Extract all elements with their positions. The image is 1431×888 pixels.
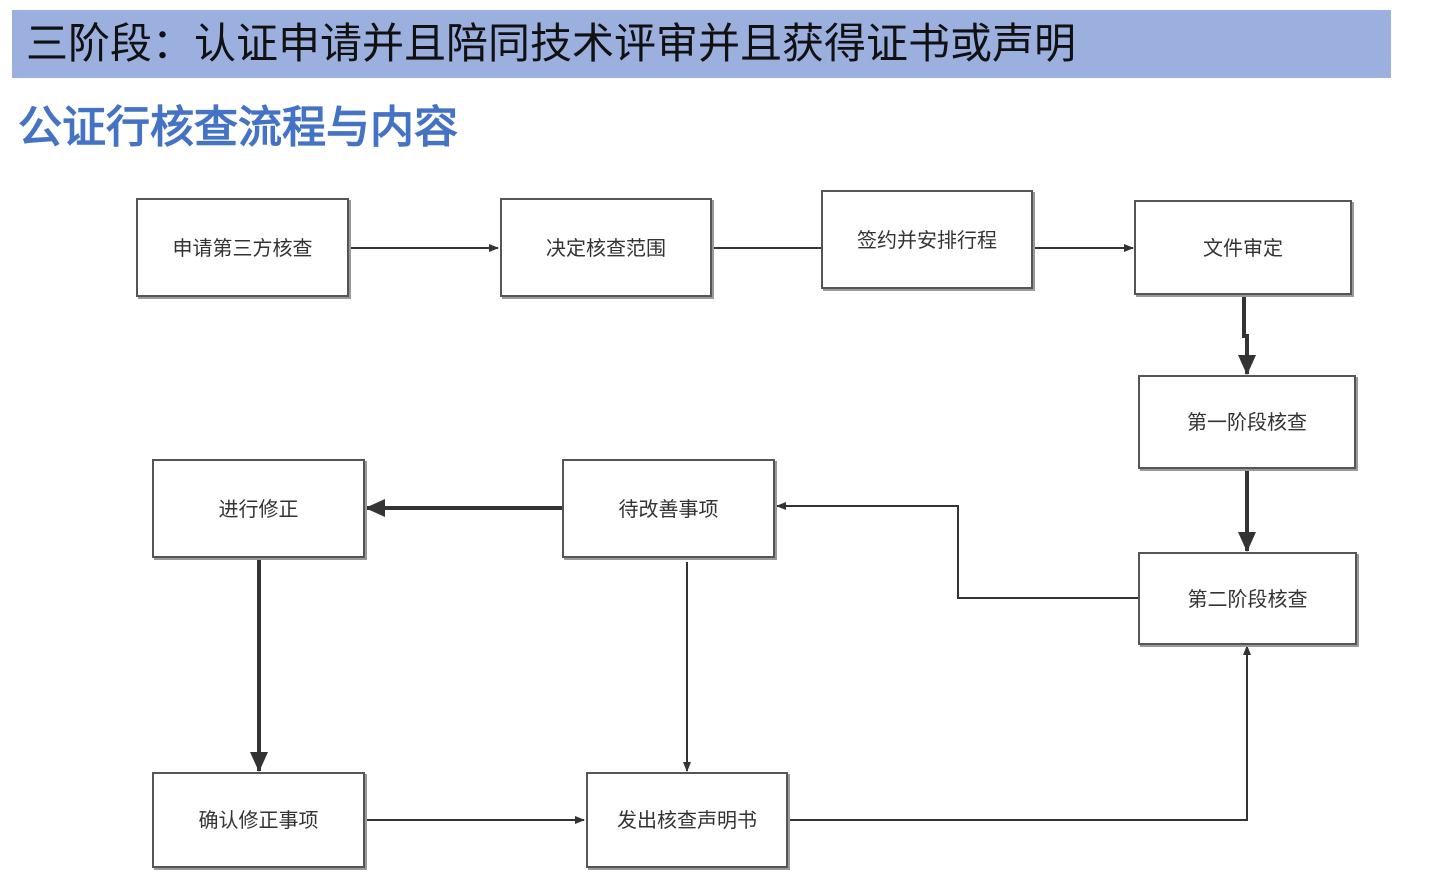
step-issue-statement: 发出核查声明书: [586, 772, 788, 868]
connector-stage2-to-pending: [776, 502, 1138, 599]
step-stage2-label: 第二阶段核查: [1187, 586, 1308, 611]
page-title: 三阶段：认证申请并且陪同技术评审并且获得证书或声明: [26, 19, 1077, 68]
step-stage1-check: 第一阶段核查: [1138, 375, 1356, 469]
step-document-review: 文件审定: [1134, 200, 1352, 295]
step-apply-third-party: 申请第三方核查: [136, 198, 349, 297]
step-decide-scope: 决定核查范围: [500, 198, 712, 297]
step-pending-label: 待改善事项: [618, 496, 719, 521]
section-subtitle: 公证行核查流程与内容: [18, 102, 458, 153]
step-pending-items: 待改善事项: [562, 459, 775, 558]
header-band: 三阶段：认证申请并且陪同技术评审并且获得证书或声明: [12, 10, 1391, 78]
connector-doc-review-to-stage1: [1238, 296, 1256, 375]
step-doc-review-label: 文件审定: [1203, 235, 1283, 260]
step-make-corrections: 进行修正: [152, 459, 365, 558]
step-confirm-label: 确认修正事项: [198, 808, 319, 832]
step-issue-label: 发出核查声明书: [617, 808, 757, 832]
connector-issue-to-stage2: [789, 645, 1251, 821]
step-confirm-corrections: 确认修正事项: [152, 772, 365, 868]
step-stage2-check: 第二阶段核查: [1138, 552, 1357, 645]
step-scope-label: 决定核查范围: [546, 235, 666, 260]
step-stage1-label: 第一阶段核查: [1187, 410, 1307, 434]
step-sign-label: 签约并安排行程: [857, 227, 997, 252]
step-apply-label: 申请第三方核查: [172, 235, 313, 260]
step-correct-label: 进行修正: [218, 496, 299, 521]
step-sign-schedule: 签约并安排行程: [821, 190, 1033, 289]
